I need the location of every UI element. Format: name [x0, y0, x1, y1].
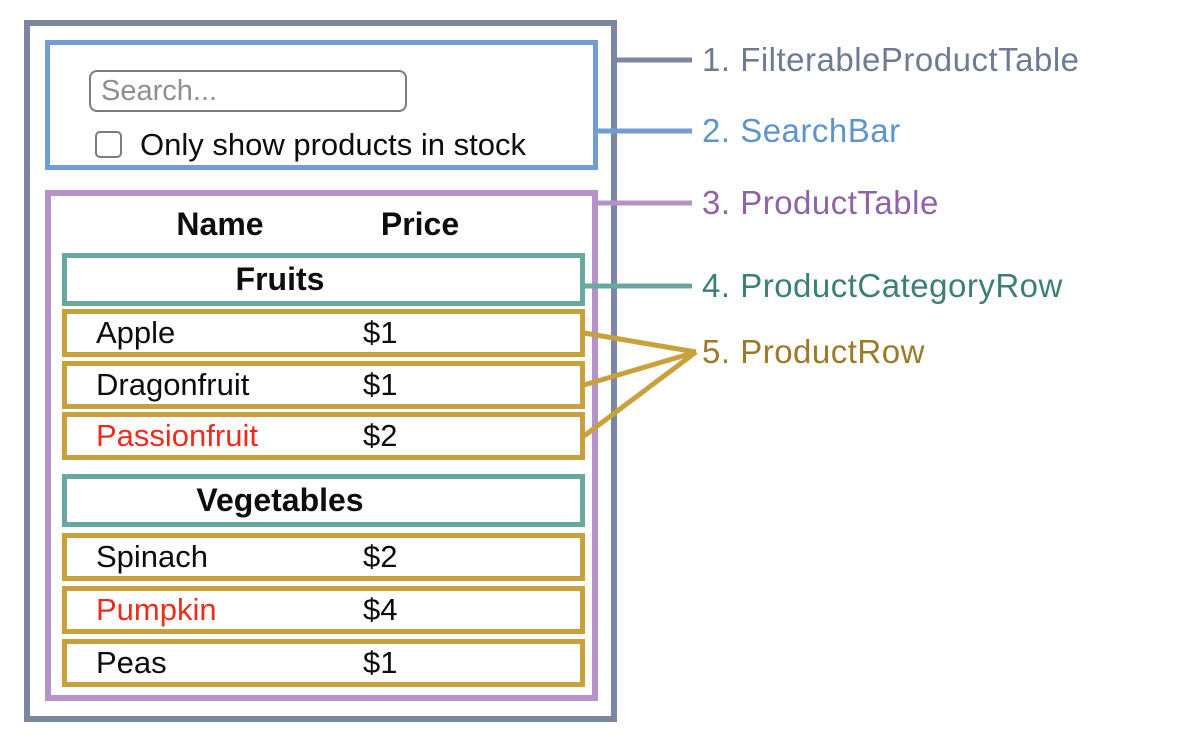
- product-name: Dragonfruit: [96, 367, 250, 402]
- product-row-pumpkin: Pumpkin $4: [62, 586, 585, 634]
- search-input[interactable]: [89, 70, 407, 112]
- product-name: Passionfruit: [96, 418, 258, 453]
- product-price: $1: [363, 645, 398, 680]
- product-price: $1: [363, 367, 398, 402]
- product-name: Pumpkin: [96, 592, 217, 627]
- legend-product-category-row: 4. ProductCategoryRow: [702, 267, 1063, 304]
- table-header-row: Name Price: [62, 202, 585, 246]
- column-header-price: Price: [380, 206, 460, 242]
- legend-product-table: 3. ProductTable: [702, 184, 939, 221]
- product-price: $2: [363, 539, 398, 574]
- product-price: $1: [363, 315, 398, 350]
- product-row-passionfruit: Passionfruit $2: [62, 412, 585, 460]
- legend-search-bar: 2. SearchBar: [702, 112, 901, 149]
- product-table-box: Name Price Fruits Apple $1 Dragonfruit $…: [45, 190, 598, 701]
- product-category-row-vegetables: Vegetables: [62, 474, 585, 527]
- product-row-dragonfruit: Dragonfruit $1: [62, 361, 585, 409]
- product-price: $2: [363, 418, 398, 453]
- category-label: Vegetables: [196, 482, 364, 518]
- product-name: Apple: [96, 315, 176, 350]
- product-name: Peas: [96, 645, 167, 680]
- product-price: $4: [363, 592, 398, 627]
- product-name: Spinach: [96, 539, 209, 574]
- in-stock-checkbox-label: Only show products in stock: [140, 127, 526, 162]
- legend-product-row: 5. ProductRow: [702, 333, 925, 370]
- search-bar-box: Only show products in stock: [45, 40, 598, 170]
- product-category-row-fruits: Fruits: [62, 253, 585, 306]
- in-stock-checkbox[interactable]: [95, 131, 122, 158]
- legend-filterable-product-table: 1. FilterableProductTable: [702, 41, 1080, 78]
- product-row-apple: Apple $1: [62, 309, 585, 357]
- product-row-spinach: Spinach $2: [62, 533, 585, 581]
- product-row-peas: Peas $1: [62, 639, 585, 687]
- category-label: Fruits: [235, 261, 325, 297]
- column-header-name: Name: [176, 206, 264, 242]
